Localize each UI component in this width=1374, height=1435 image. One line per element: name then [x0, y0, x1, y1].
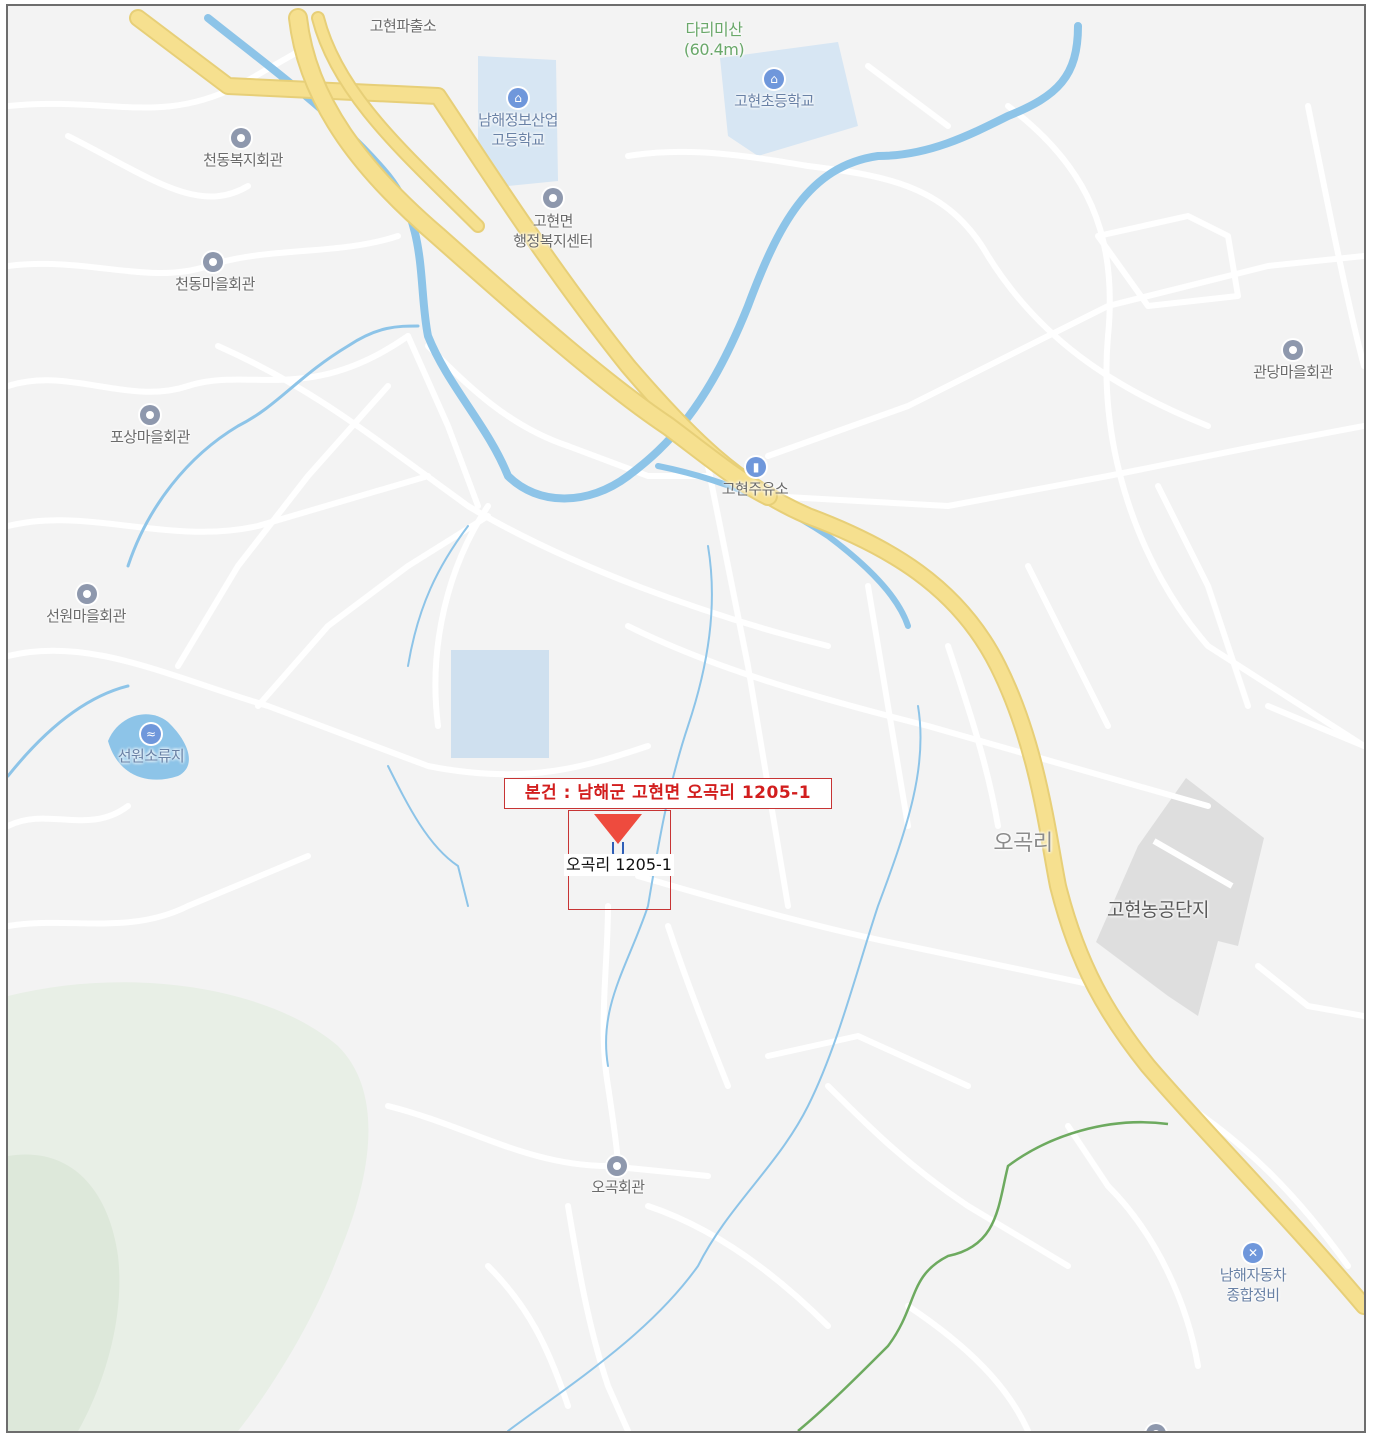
place-label-high-school[interactable]: 남해정보산업 고등학교 — [478, 111, 558, 149]
fuel-icon[interactable]: ▮ — [746, 457, 766, 477]
forest-area-dark — [8, 1154, 120, 1431]
place-icon[interactable] — [607, 1156, 627, 1176]
place-icon[interactable] — [231, 128, 251, 148]
place-label-cheondong-hall[interactable]: 천동마을회관 — [175, 275, 255, 293]
repair-icon[interactable]: ✕ — [1243, 1243, 1263, 1263]
place-label-police[interactable]: 고현파출소 — [369, 17, 437, 35]
school-glyph: ⌂ — [770, 72, 778, 86]
school-ground-high — [478, 56, 558, 186]
place-label-posang-hall[interactable]: 포상마을회관 — [110, 428, 190, 446]
place-label-cheondong-welfare[interactable]: 천동복지회관 — [203, 151, 283, 169]
place-label-seonwon-hall[interactable]: 선원마을회관 — [46, 607, 126, 625]
industrial-area — [1096, 778, 1264, 1016]
repair-glyph: ✕ — [1247, 1246, 1259, 1260]
industrial-road — [1152, 838, 1234, 889]
place-label-gwandang-hall[interactable]: 관당마을회관 — [1253, 363, 1333, 381]
fuel-glyph: ▮ — [752, 460, 760, 474]
subject-property-callout: 본건 : 남해군 고현면 오곡리 1205-1 — [504, 778, 832, 809]
location-pin-icon[interactable] — [594, 814, 642, 844]
reservoir-glyph: ≈ — [145, 727, 157, 741]
parcel-label: 오곡리 1205-1 — [564, 854, 674, 876]
highways — [129, 8, 1364, 1315]
reservoir-area — [451, 650, 549, 758]
place-icon[interactable] — [140, 405, 160, 425]
school-icon[interactable]: ⌂ — [764, 69, 784, 89]
school-icon[interactable]: ⌂ — [508, 88, 528, 108]
school-glyph: ⌂ — [514, 91, 522, 105]
place-label-car-repair[interactable]: 남해자동차 종합정비 — [1219, 1266, 1287, 1304]
area-label-ogok-ri: 오곡리 — [993, 831, 1053, 856]
government-icon[interactable] — [543, 188, 563, 208]
map-frame: ⌂ ⌂ ▮ ≈ ✕ 다리미산 (60.4m) 고현파출소 남해정보산업 고등학교… — [6, 4, 1366, 1433]
place-label-admin-center[interactable]: 고현면 행정복지센터 — [513, 212, 593, 250]
mountain-name: 다리미산 — [685, 20, 743, 39]
place-label-elem-school[interactable]: 고현초등학교 — [734, 92, 814, 110]
mountain-elevation: (60.4m) — [683, 40, 745, 59]
area-label-industrial: 고현농공단지 — [1107, 899, 1209, 921]
place-label-seonwon-reservoir[interactable]: 선원소류지 — [117, 747, 185, 765]
school-ground-elem — [720, 42, 858, 156]
reservoir-icon[interactable]: ≈ — [141, 724, 161, 744]
place-icon[interactable] — [77, 584, 97, 604]
seonwon-reservoir-water — [108, 714, 189, 780]
place-icon[interactable] — [1283, 340, 1303, 360]
place-icon-partial[interactable] — [1146, 1424, 1166, 1431]
place-icon[interactable] — [203, 252, 223, 272]
place-label-gas-station[interactable]: 고현주유소 — [721, 480, 789, 498]
hiking-trail — [797, 1120, 1169, 1431]
place-label-ogok-hall[interactable]: 오곡회관 — [591, 1178, 645, 1196]
minor-roads — [8, 43, 1364, 1431]
map-canvas[interactable] — [8, 6, 1364, 1431]
